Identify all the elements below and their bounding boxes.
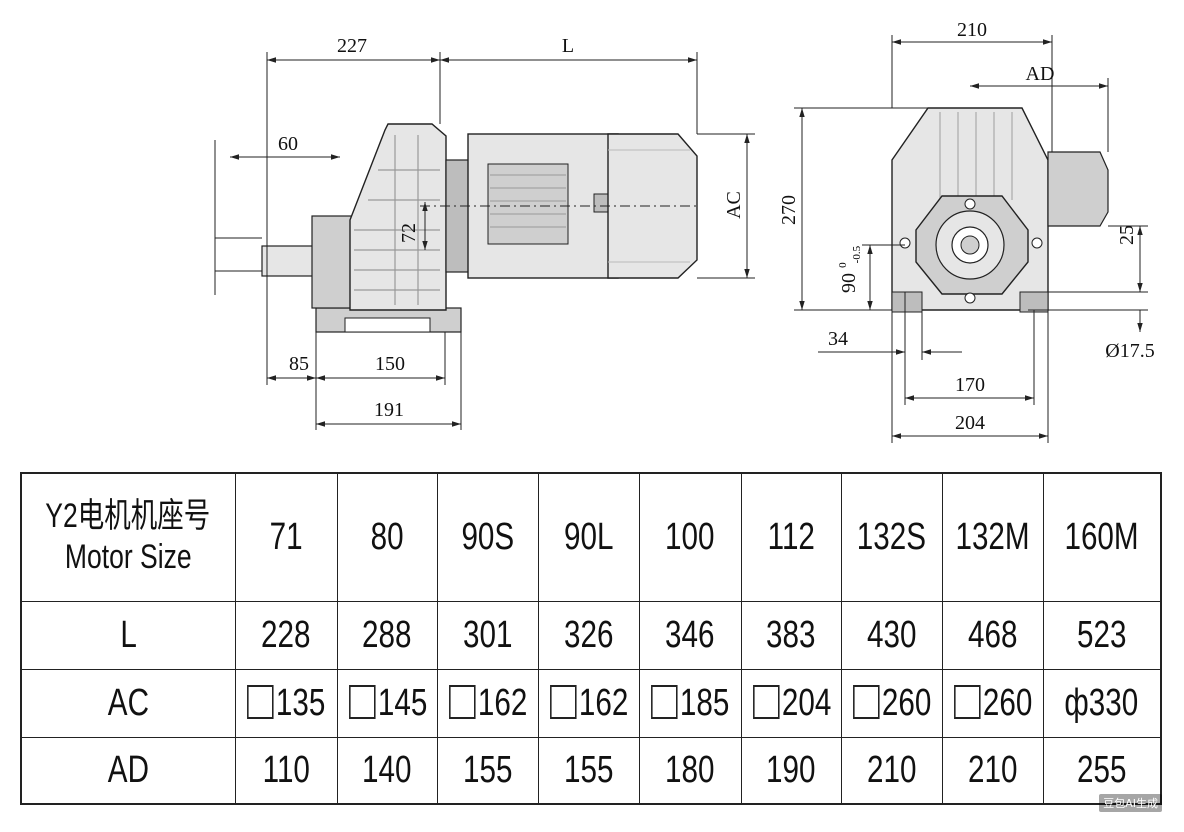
dim-60: 60: [278, 133, 298, 155]
value-cell: 190: [740, 736, 842, 805]
dim-210: 210: [957, 19, 987, 41]
size-cell: 132S: [840, 472, 943, 602]
dim-270: 270: [778, 195, 800, 225]
value-cell: 383: [740, 600, 842, 670]
table-row: AC 135 145 162 162 185 204 260 260 ф330: [20, 668, 1162, 738]
square-section-icon: [549, 685, 577, 719]
dim-AD: AD: [1026, 63, 1055, 85]
technical-drawing: 227 L 60 72 AC 85 150 191: [214, 19, 1155, 443]
size-cell: 71: [234, 472, 338, 602]
dim-204: 204: [955, 412, 985, 434]
square-section-icon: [448, 685, 476, 719]
value-cell: 135: [234, 668, 338, 738]
square-section-icon: [348, 685, 376, 719]
svg-text:90 0 -0.5: 90 0 -0.5: [831, 245, 863, 293]
value-cell: 185: [638, 668, 742, 738]
size-cell: 100: [638, 472, 742, 602]
value-cell: 255: [1042, 736, 1162, 805]
dim-90: 90: [838, 273, 860, 293]
dim-L: L: [562, 35, 574, 57]
dim-191: 191: [374, 399, 404, 421]
value-cell: 110: [234, 736, 338, 805]
dim-150: 150: [375, 353, 405, 375]
header-label-cell: Y2电机机座号 Motor Size: [20, 472, 236, 602]
value-cell: 162: [436, 668, 539, 738]
value-cell: 155: [537, 736, 640, 805]
dim-AC: AC: [723, 191, 745, 219]
value-cell: ф330: [1042, 668, 1162, 738]
dim-dia-17-5: Ø17.5: [1105, 340, 1154, 362]
square-section-icon: [246, 685, 274, 719]
size-cell: 112: [740, 472, 842, 602]
dim-72: 72: [398, 223, 420, 243]
value-cell: 228: [234, 600, 338, 670]
dim-25: 25: [1116, 225, 1138, 245]
value-cell: 523: [1042, 600, 1162, 670]
row-label: AD: [20, 736, 236, 805]
value-cell: 210: [941, 736, 1044, 805]
row-label: L: [20, 600, 236, 670]
value-cell: 301: [436, 600, 539, 670]
value-cell: 260: [840, 668, 943, 738]
dim-85: 85: [289, 353, 309, 375]
table-row: AD 110 140 155 155 180 190 210 210 255: [20, 736, 1162, 805]
value-cell: 430: [840, 600, 943, 670]
dim-170: 170: [955, 374, 985, 396]
dim-34: 34: [828, 328, 848, 350]
dim-227: 227: [337, 35, 367, 57]
square-section-icon: [852, 685, 880, 719]
square-section-icon: [953, 685, 981, 719]
header-label-cn: Y2电机机座号: [45, 497, 211, 536]
motor-size-table: Y2电机机座号 Motor Size 71 80 90S 90L 100 112…: [20, 472, 1162, 805]
value-cell: 468: [941, 600, 1044, 670]
size-cell: 80: [336, 472, 438, 602]
front-view: 210 AD 270 90 0 -0.5 25 Ø17.5 34 170: [778, 19, 1155, 443]
table-row: L 228 288 301 326 346 383 430 468 523: [20, 600, 1162, 670]
size-cell: 90L: [537, 472, 640, 602]
value-cell: 210: [840, 736, 943, 805]
value-cell: 260: [941, 668, 1044, 738]
header-label-en: Motor Size: [64, 538, 192, 577]
value-cell: 162: [537, 668, 640, 738]
dim-90-lower-tol: -0.5: [851, 245, 863, 263]
value-cell: 180: [638, 736, 742, 805]
value-cell: 346: [638, 600, 742, 670]
side-view: 227 L 60 72 AC 85 150 191: [214, 35, 755, 430]
size-cell: 160M: [1042, 472, 1162, 602]
watermark: 豆包AI生成: [1099, 794, 1162, 812]
value-cell: 140: [336, 736, 438, 805]
square-section-icon: [752, 685, 780, 719]
size-cell: 90S: [436, 472, 539, 602]
value-cell: 204: [740, 668, 842, 738]
value-cell: 326: [537, 600, 640, 670]
table-header-row: Y2电机机座号 Motor Size 71 80 90S 90L 100 112…: [20, 472, 1162, 602]
row-label: AC: [20, 668, 236, 738]
value-cell: 288: [336, 600, 438, 670]
dim-90-upper-tol: 0: [837, 262, 849, 268]
size-cell: 132M: [941, 472, 1044, 602]
value-cell: 155: [436, 736, 539, 805]
value-cell: 145: [336, 668, 438, 738]
square-section-icon: [650, 685, 678, 719]
